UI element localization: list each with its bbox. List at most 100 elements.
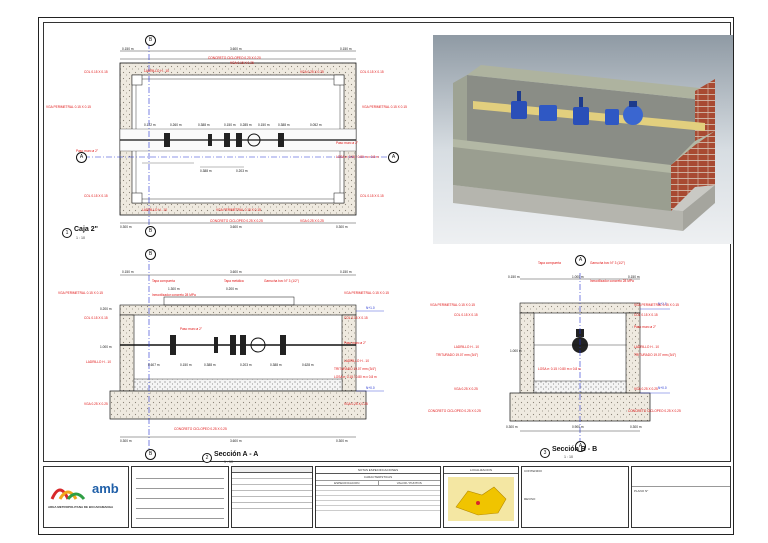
plan-label-bottom-2: CONCRETO CICLOPEO 0.25 X 0.25 xyxy=(210,219,263,223)
aa-dim-inner-3: 0.203 m xyxy=(240,363,252,367)
notes-col-a: ESPECIFICACION xyxy=(334,481,360,485)
aa-dim-inner-2: 0.388 m xyxy=(204,363,216,367)
bb-label-left-5: CONCRETO CICLOPEO 0.25 X 0.25 xyxy=(428,409,481,413)
aa-dim-top-0: 0.150 m xyxy=(122,270,134,274)
grid-mark-b-top: B xyxy=(145,35,156,46)
bb-dim-left-0: 1.000 m xyxy=(510,349,522,353)
bb-dim-top-1: 1.000 m xyxy=(572,275,584,279)
aa-dim-bottom-2: 0.300 m xyxy=(336,439,348,443)
grid-mark-a-left: A xyxy=(76,152,87,163)
bb-level-top: N+1.0 xyxy=(658,302,667,306)
aa-label-left-0: VGA PERIMETRAL 0.15 X 0.15 xyxy=(58,291,103,295)
box-3d-render xyxy=(433,35,733,244)
title-block-sheet: PLANO N° xyxy=(631,466,731,528)
plan-dim-mid-0: 0.388 m xyxy=(200,169,212,173)
location-heading: LOCALIZACION xyxy=(444,467,518,474)
aa-dim-bottom-1: 3.600 m xyxy=(230,439,242,443)
aa-dim-left-1: 1.000 m xyxy=(100,345,112,349)
aa-dim-top-1: 3.600 m xyxy=(230,270,242,274)
aa-label-left-1: COL 0.15 X 0.15 xyxy=(84,316,108,320)
aa-dim-inner-1: 0.150 m xyxy=(180,363,192,367)
aa-level-bottom: N+0.0 xyxy=(366,386,375,390)
aa-dim-inner-0: 0.607 m xyxy=(148,363,160,367)
plan-label-left-0: COL 0.15 X 0.15 xyxy=(84,70,108,74)
aa-label-left-2: LADRILLO H - 10 xyxy=(86,360,111,364)
bb-label-right-6: CONCRETO CICLOPEO 0.25 X 0.25 xyxy=(628,409,681,413)
plan-dim-bottom-0: 0.300 m xyxy=(120,225,132,229)
plan-label-top-1: CONCRETO CICLOPEO 0.20 X 0.20 xyxy=(208,56,261,60)
aa-label-center-0: Paso muro ø 2" xyxy=(180,327,203,331)
plan-dim-inner-0: 0.172 m xyxy=(144,123,156,127)
plan-view xyxy=(84,43,389,228)
grid-mark-a-right: A xyxy=(388,152,399,163)
bb-label-left-4: VGA 0.25 X 0.25 xyxy=(454,387,478,391)
plan-dim-top-0: 0.150 m xyxy=(122,47,134,51)
title-block-logo: amb AREA METROPOLITANA DE BUCARAMANGA xyxy=(43,466,129,528)
aa-label-top-2: Tapa metálica xyxy=(224,279,244,283)
section-aa-view-number: 2 xyxy=(202,453,212,463)
aa-label-right-1: COL 0.15 X 0.15 xyxy=(344,316,368,320)
plan-dim-mid-1: 0.203 m xyxy=(236,169,248,173)
section-bb-view xyxy=(509,273,670,450)
bb-label-right-3: LADRILLO H - 10 xyxy=(634,345,659,349)
notes-heading: NOTAS ESPECIFICACIONES xyxy=(316,467,440,474)
aa-dim-sub-0: 1.300 m xyxy=(168,287,180,291)
plan-label-right-0: VGA 0.25 X 0.25 xyxy=(300,70,324,74)
title-block-notes: NOTAS ESPECIFICACIONES CARACTERISTICAS E… xyxy=(315,466,441,528)
aa-label-top-1: Inmovilizador concreto 28 MPa xyxy=(152,293,196,297)
plan-label-bottom-1: VGA PERIMETRAL 0.15 X 0.15 xyxy=(216,208,261,212)
section-bb-grid-mark-top: A xyxy=(575,255,586,266)
plan-label-left-3: COL 0.15 X 0.15 xyxy=(84,194,108,198)
aa-label-left-3: VGA 0.25 X 0.25 xyxy=(84,402,108,406)
logo-org: AREA METROPOLITANA DE BUCARAMANGA xyxy=(48,505,114,509)
title-block-revisions xyxy=(231,466,313,528)
plan-dim-inner-1: 0.260 m xyxy=(170,123,182,127)
plan-dim-bottom-2: 0.300 m xyxy=(336,225,348,229)
aa-label-right-4: TRITURADO 19.07 mm (3/4") xyxy=(334,367,377,371)
bb-level-bottom: N+0.0 xyxy=(658,386,667,390)
aa-dim-inner-5: 0.628 m xyxy=(302,363,314,367)
aa-dim-sub-1: 0.200 m xyxy=(226,287,238,291)
plan-dim-inner-5: 0.150 m xyxy=(258,123,270,127)
bb-label-top-0: Tapa compuerta xyxy=(538,261,561,265)
section-aa-grid-mark-top: B xyxy=(145,249,156,260)
drawing-sheet: B B A A 0.150 m 3.600 m 0.150 m 0.300 m … xyxy=(38,17,734,535)
review-label: REVISO xyxy=(524,497,536,501)
bb-label-left-0: VGA PERIMETRAL 0.15 X 0.15 xyxy=(430,303,475,307)
plan-dim-inner-7: 0.052 m xyxy=(310,123,322,127)
bb-label-right-1: COL 0.15 X 0.15 xyxy=(634,313,658,317)
plan-label-right-2: VGA PERIMETRAL 0.15 X 0.15 xyxy=(362,105,407,109)
bb-label-right-5: VGA 0.25 X 0.25 xyxy=(634,387,658,391)
aa-dim-bottom-0: 0.300 m xyxy=(120,439,132,443)
title-block-content: CONTENIDO REVISO xyxy=(521,466,629,528)
title-block-location: LOCALIZACION xyxy=(443,466,519,528)
plan-label-right-1: COL 0.15 X 0.15 xyxy=(360,70,384,74)
aa-label-right-6: VGA 0.25 X 0.25 xyxy=(344,402,368,406)
plan-dim-inner-4: 0.285 m xyxy=(240,123,252,127)
plan-dim-inner-3: 0.150 m xyxy=(224,123,236,127)
plan-dim-bottom-1: 3.600 m xyxy=(230,225,242,229)
section-aa-view-scale: 1 : 10 xyxy=(224,460,233,464)
plan-label-bottom-0: LADRILLO H - 10 xyxy=(142,208,167,212)
sheet-number-label: PLANO N° xyxy=(634,489,649,493)
bb-label-left-1: COL 0.15 X 0.15 xyxy=(454,313,478,317)
section-aa-view-title: Sección A - A xyxy=(214,451,259,458)
plan-dim-top-1: 3.600 m xyxy=(230,47,242,51)
bb-label-right-0: VGA PERIMETRAL 0.15 X 0.15 xyxy=(634,303,679,307)
bb-label-left-2: LADRILLO H - 10 xyxy=(454,345,479,349)
notes-col-b: VALOR / PUNTOS xyxy=(377,481,441,485)
aa-label-right-0: VGA PERIMETRAL 0.15 X 0.15 xyxy=(344,291,389,295)
section-bb-view-number: 3 xyxy=(540,448,550,458)
notes-subheading: CARACTERISTICAS xyxy=(316,474,440,481)
plan-view-title: Caja 2" xyxy=(74,226,98,233)
aa-dim-inner-4: 0.388 m xyxy=(270,363,282,367)
aa-dim-left-0: 0.200 m xyxy=(100,307,112,311)
title-block: amb AREA METROPOLITANA DE BUCARAMANGA NO… xyxy=(43,466,731,528)
bb-label-left-3: TRITURADO 19.07 mm (3/4") xyxy=(436,353,479,357)
bb-dim-bottom-0: 0.300 m xyxy=(506,425,518,429)
bb-label-right-2: Paso muro ø 2" xyxy=(634,325,657,329)
bb-label-center-0: LOSA e: 0.15 / 0.80 m x 0.8 m xyxy=(538,367,581,371)
aa-level-top: N+1.0 xyxy=(366,306,375,310)
plan-label-top-2: VGA 0.15 X 0.25 xyxy=(230,61,254,65)
section-bb-view-scale: 1 : 10 xyxy=(564,455,573,459)
